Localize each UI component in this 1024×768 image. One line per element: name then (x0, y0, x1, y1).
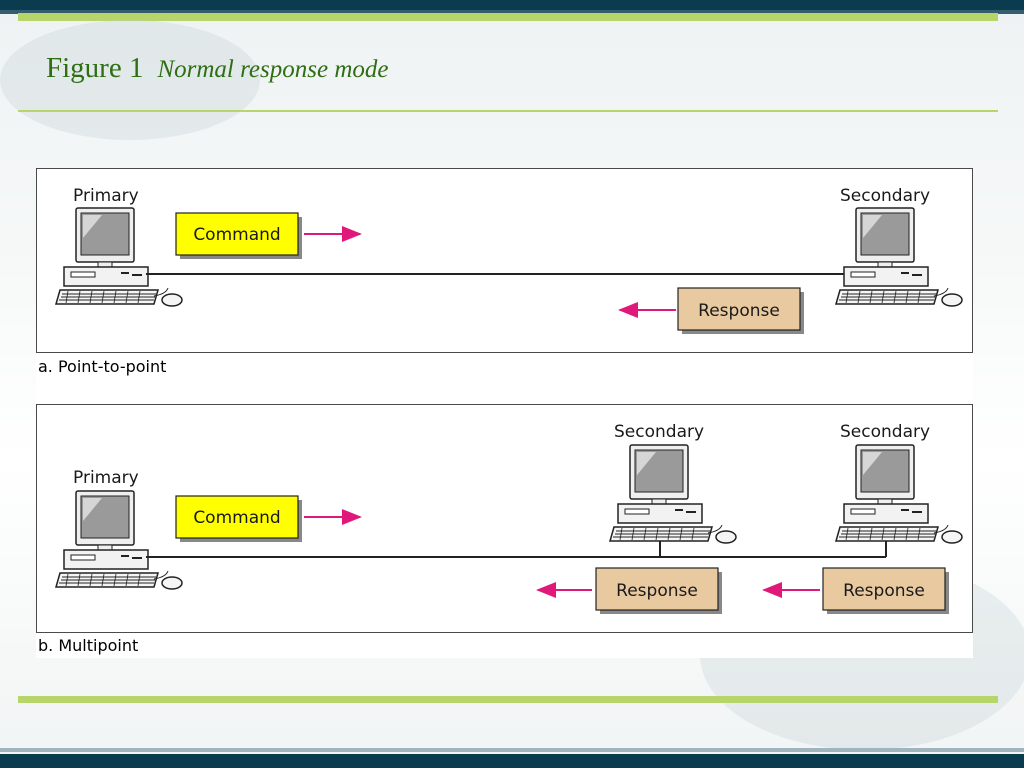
figure-title: Normal response mode (157, 56, 389, 83)
primary-label-b: Primary (73, 468, 139, 488)
top-dark-bar (0, 0, 1024, 10)
panel-point-to-point (36, 168, 973, 353)
secondary-label-a: Secondary (840, 186, 930, 206)
figure-label: Figure 1 (46, 52, 144, 84)
response1-label-b: Response (616, 581, 698, 601)
response-box-a: Response (677, 287, 804, 334)
background-photo-blob (0, 20, 260, 140)
bottom-dark-bar (0, 754, 1024, 768)
secondary-computer-icon (609, 444, 737, 544)
response2-label-b: Response (843, 581, 925, 601)
top-accent-line (18, 13, 998, 21)
primary-label-a: Primary (73, 186, 139, 206)
response-box-b2: Response (822, 567, 949, 614)
bottom-accent-line (18, 696, 998, 703)
primary-computer-icon (55, 207, 183, 307)
top-secondary-bar (0, 10, 1024, 14)
secondary1-label-b: Secondary (614, 422, 704, 442)
command-label-b: Command (193, 508, 280, 528)
title-underline (18, 110, 998, 112)
caption-point-to-point: a. Point-to-point (38, 357, 167, 376)
response-box-b1: Response (595, 567, 722, 614)
command-box-a: Command (175, 212, 302, 259)
secondary-computer-icon (835, 444, 963, 544)
slide-title: Figure 1 Normal response mode (46, 52, 388, 92)
caption-b-background (36, 632, 973, 658)
caption-multipoint: b. Multipoint (38, 636, 139, 655)
secondary-computer-icon (835, 207, 963, 307)
command-label-a: Command (193, 225, 280, 245)
secondary2-label-b: Secondary (840, 422, 930, 442)
caption-a-background (36, 352, 973, 404)
command-box-b: Command (175, 495, 302, 542)
response-label-a: Response (698, 301, 780, 321)
bottom-thin-bar (0, 748, 1024, 752)
primary-computer-icon (55, 490, 183, 590)
